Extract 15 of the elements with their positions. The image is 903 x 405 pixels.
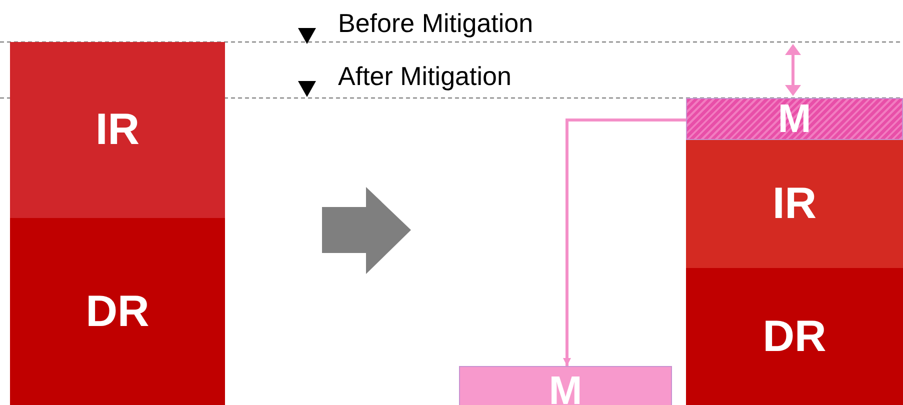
segment-label: DR	[86, 290, 150, 334]
segment-label: M	[548, 371, 582, 405]
bar-segment	[10, 218, 225, 405]
bar-segment	[686, 98, 903, 140]
segment-label: M	[778, 99, 812, 139]
segment-label: DR	[762, 314, 826, 358]
level-label: Before Mitigation	[338, 10, 534, 36]
bar-segment	[459, 366, 672, 405]
segment-label: IR	[96, 108, 140, 152]
bar-segment	[10, 42, 225, 218]
bar-segment	[686, 140, 903, 268]
bar-segment	[686, 268, 903, 405]
segment-label: IR	[772, 182, 816, 226]
level-label: After Mitigation	[338, 63, 512, 89]
arrow	[563, 118, 686, 366]
